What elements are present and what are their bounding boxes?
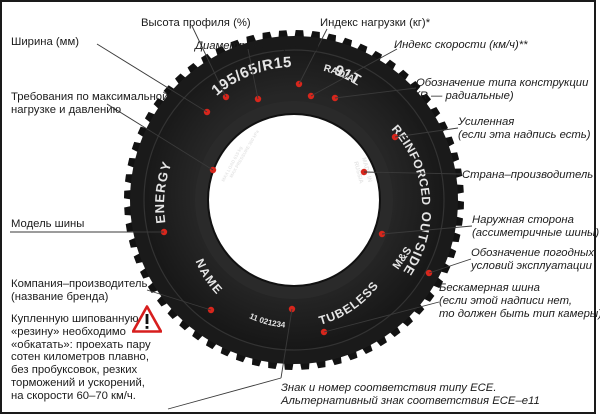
label-ece-1: Знак и номер соответствия типу ECE. <box>281 382 497 394</box>
tread-block <box>163 85 178 99</box>
label-brand-2: (название бренда) <box>11 291 109 303</box>
label-reinforced-1: Усиленная <box>458 116 515 128</box>
tread-block <box>395 69 409 84</box>
label-tubeless-2: (если этой надписи нет, <box>439 295 573 307</box>
label-rim-diameter: Диаметр обода (дюйм) <box>195 40 320 52</box>
tread-block <box>179 316 193 331</box>
label-max-load-1: Требования по максимальной <box>11 91 169 103</box>
note-line-3: «обкатать»: проехать пару <box>11 338 151 351</box>
note-line-1: Купленную шипованную <box>11 313 139 325</box>
label-brand-1: Компания–производитель <box>11 278 148 290</box>
label-reinforced-2: (если эта надпись есть) <box>458 129 591 141</box>
note-line-5: без пробуксовок, резких <box>11 364 138 377</box>
label-ece-2: Альтернативный знак соответствия ECE–e11 <box>281 395 540 407</box>
label-outside-2: (ассиметричные шины) <box>472 227 600 239</box>
label-country: Страна–производитель <box>462 169 594 181</box>
warning-triangle-icon <box>132 305 162 333</box>
label-width: Ширина (мм) <box>11 36 79 48</box>
tread-block <box>167 305 181 319</box>
tread-block <box>410 301 425 315</box>
rim-hole <box>207 113 381 287</box>
leader-lines <box>10 25 473 410</box>
label-outside-1: Наружная сторона <box>472 214 574 226</box>
tread-block <box>175 73 189 87</box>
label-weather-2: условий эксплуатации <box>471 260 592 272</box>
russia-marking: RUSSIA <box>352 161 364 185</box>
tread-block <box>399 313 413 327</box>
label-tire-model: Модель шины <box>11 218 85 230</box>
label-weather-1: Обозначение погодных <box>471 247 594 259</box>
label-max-load-2: нагрузке и давлению <box>11 104 122 116</box>
label-profile-height: Высота профиля (%) <box>141 17 251 29</box>
label-speed-index: Индекс скорости (км/ч)** <box>394 39 528 51</box>
label-tubeless-3: то должен быть тип камеры) <box>439 308 600 320</box>
tread-block <box>407 81 421 95</box>
label-load-index: Индекс нагрузки (кг)* <box>320 17 431 29</box>
note-line-6: торможений и ускорений, <box>11 376 145 389</box>
note-line-7: на скорости 60–70 км/ч. <box>11 389 136 402</box>
note-line-4: сотен километров плавно, <box>11 351 149 364</box>
label-construction-1: Обозначение типа конструкции <box>416 77 589 89</box>
label-construction-2: (R — радиальные) <box>416 90 514 102</box>
stud-tire-note: Купленную шипованную «резину» необходимо… <box>11 313 151 403</box>
label-tubeless-1: Бескамерная шина <box>439 282 540 294</box>
note-line-2: «резину» необходимо <box>11 325 126 338</box>
